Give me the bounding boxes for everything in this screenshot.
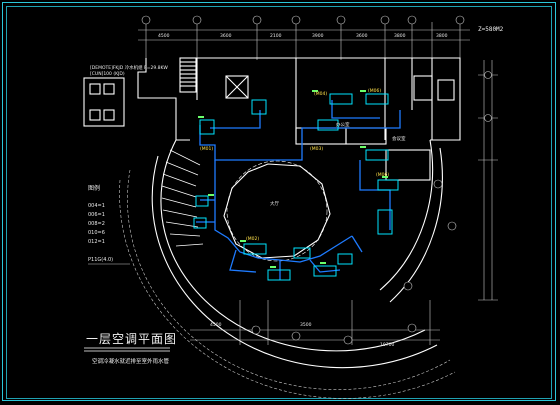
building-walls bbox=[83, 57, 461, 181]
curved-guides bbox=[119, 169, 456, 399]
dim-top-2: 3600 bbox=[220, 33, 232, 39]
room-label-office: 办公室 bbox=[336, 121, 350, 128]
drawing-labels: [DEMOTE]FKJD 冷水机组 P=29.8KW [CUN]100 (KJD… bbox=[90, 33, 448, 348]
grid-markers-curve bbox=[251, 179, 457, 345]
dim-bottom-3: 10700 bbox=[380, 342, 394, 348]
legend-item-3: 008=2 bbox=[88, 221, 105, 227]
dim-bottom-2: 3500 bbox=[300, 322, 312, 328]
top-note-2: [CUN]100 (KJD) bbox=[90, 71, 125, 77]
room-label-4: (M03) bbox=[310, 146, 323, 152]
right-dimension-line bbox=[478, 60, 498, 301]
dim-top-7: 3800 bbox=[436, 33, 448, 39]
dim-top-6: 3800 bbox=[394, 33, 406, 39]
room-label-meeting: 会议室 bbox=[392, 135, 406, 142]
dim-top-4: 3900 bbox=[312, 33, 324, 39]
curved-walls bbox=[151, 139, 443, 369]
drawing-title: 一层空调平面图 bbox=[86, 332, 178, 346]
central-hall bbox=[223, 160, 331, 262]
dim-bottom-1: 4500 bbox=[210, 322, 222, 328]
legend-item-1: 004=1 bbox=[88, 203, 105, 209]
legend-footnote: P11G(4.0) bbox=[88, 257, 113, 263]
top-dimension-line bbox=[138, 22, 470, 70]
room-label-2: (M04) bbox=[314, 91, 327, 97]
room-label-6: (M02) bbox=[246, 236, 259, 242]
legend-heading: 图例 bbox=[88, 184, 100, 192]
area-note: Z=580M2 bbox=[478, 26, 504, 33]
drawing-border-outer bbox=[2, 2, 556, 401]
dim-top-1: 4500 bbox=[158, 33, 170, 39]
drawing-subtitle: 空调冷凝水就近排至室外雨水管 bbox=[92, 359, 170, 365]
dim-top-3: 2100 bbox=[270, 33, 282, 39]
drawing-border-inner bbox=[6, 6, 552, 399]
legend-item-4: 010=6 bbox=[88, 230, 105, 236]
green-annotations bbox=[198, 90, 388, 268]
bottom-dimension-line bbox=[190, 300, 440, 345]
legend-item-5: 012=1 bbox=[88, 239, 105, 245]
dim-top-5: 3600 bbox=[356, 33, 368, 39]
curved-stair bbox=[161, 149, 204, 247]
top-note-1: [DEMOTE]FKJD 冷水机组 P=29.8KW bbox=[90, 64, 168, 71]
room-label-hall: 大厅 bbox=[270, 200, 279, 207]
room-label-5: (M06) bbox=[376, 172, 389, 178]
title-underline bbox=[84, 347, 170, 352]
grid-markers-top bbox=[141, 15, 465, 25]
legend-item-2: 006=1 bbox=[88, 212, 105, 218]
room-label-3: (M06) bbox=[368, 88, 381, 94]
room-label-1: (M01) bbox=[200, 146, 213, 152]
duct-network bbox=[196, 100, 401, 280]
air-units bbox=[193, 93, 399, 281]
legend-text: 图例 004=1 006=1 008=2 010=6 012=1 P11G(4.… bbox=[88, 184, 113, 263]
